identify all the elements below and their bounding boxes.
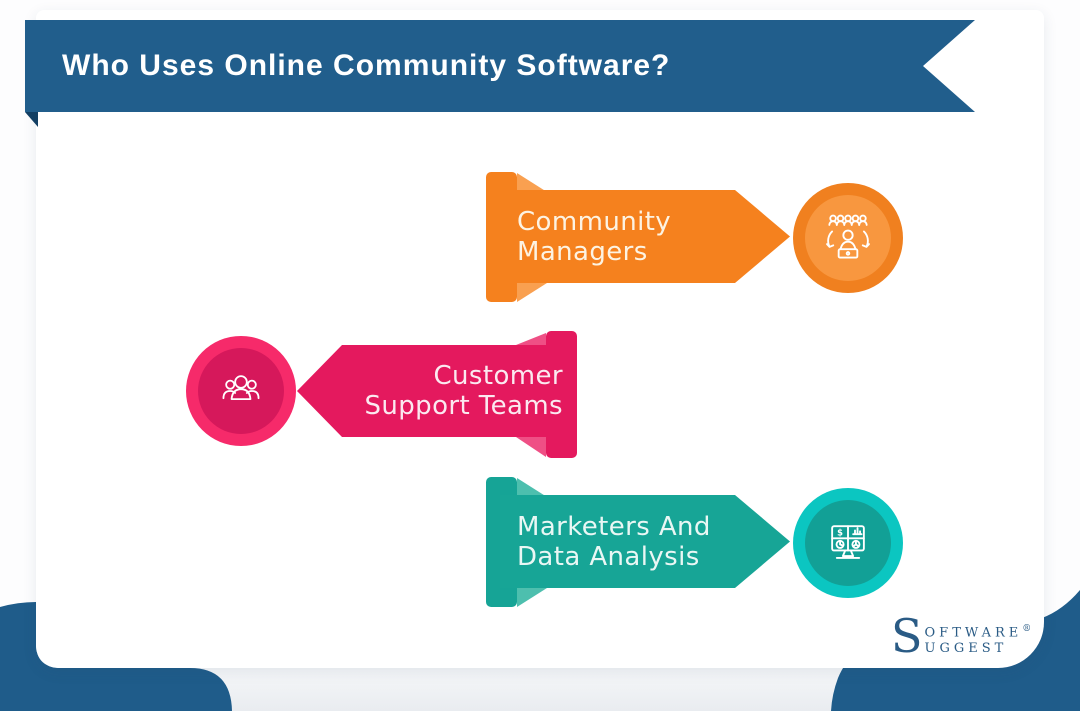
ribbon-fold (25, 112, 38, 127)
item-label-line2: Data Analysis (517, 541, 700, 572)
page-title: Who Uses Online Community Software? (62, 49, 671, 82)
item-label-line1: Marketers And (517, 511, 711, 542)
item-label-line1: Community (517, 206, 672, 237)
item-icon-inner-circle: $ (805, 500, 891, 586)
logo-wordmark: OFTWARE® UGGEST (925, 621, 1032, 657)
banner-bevel-top (517, 478, 547, 497)
arrow-banner: Customer Support Teams (297, 345, 577, 437)
item-icon-inner-circle (805, 195, 891, 281)
logo-initial: S (891, 609, 923, 663)
item-label-line1: Customer (433, 361, 563, 391)
item-label: Community Managers (517, 207, 671, 267)
banner-bevel-top (516, 333, 546, 345)
arrow-banner: Marketers And Data Analysis (500, 495, 790, 588)
banner-bevel-top (517, 173, 547, 192)
item-label: Customer Support Teams (364, 361, 563, 421)
support-team-icon (222, 375, 260, 400)
item-label-line2: Support Teams (364, 391, 563, 421)
banner-bevel-bottom (517, 283, 547, 302)
header-ribbon: Who Uses Online Community Software? (25, 20, 975, 112)
svg-text:$: $ (837, 528, 843, 538)
item-icon-badge: $ (793, 488, 903, 598)
logo-word-top: OFTWARE® (925, 621, 1032, 641)
arrow-banner: Community Managers (500, 190, 790, 283)
bottom-left-accent-shape (0, 602, 232, 711)
banner-bevel-bottom (517, 588, 547, 607)
logo-word-top-text: OFTWARE (924, 625, 1023, 641)
softwaresuggest-logo: S OFTWARE® UGGEST (891, 609, 1032, 663)
logo-word-bottom: UGGEST (924, 641, 1008, 657)
item-icon-badge (186, 336, 296, 446)
community-manager-icon (826, 214, 870, 259)
registered-mark: ® (1022, 624, 1032, 634)
item-label: Marketers And Data Analysis (517, 512, 711, 572)
item-icon-badge (793, 183, 903, 293)
analytics-dashboard-icon: $ (831, 525, 865, 559)
banner-bevel-bottom (516, 437, 546, 457)
item-icon-inner-circle (198, 348, 284, 434)
item-label-line2: Managers (517, 236, 648, 267)
